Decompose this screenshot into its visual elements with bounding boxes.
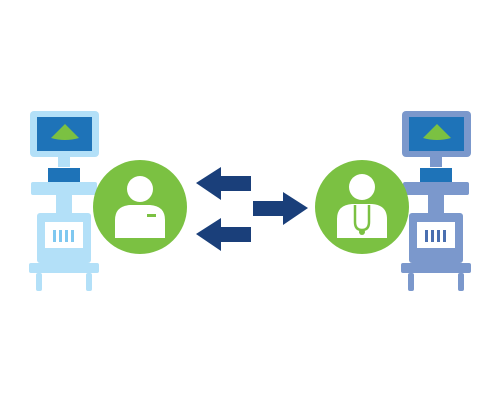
- left-person-head: [127, 176, 153, 202]
- left-touch-panel: [48, 168, 80, 182]
- right-wheel-2: [458, 273, 464, 291]
- stethoscope-chestpiece: [359, 229, 365, 235]
- exchange-arrows: [196, 167, 308, 251]
- right-wheel-1: [408, 273, 414, 291]
- left-cart-pole: [56, 195, 72, 213]
- right-keyboard-deck: [403, 182, 469, 195]
- left-vent-3: [65, 230, 68, 242]
- right-monitor-neck: [430, 157, 442, 167]
- left-person-icon: [93, 160, 187, 254]
- arrow-right-middle-icon: [253, 192, 308, 225]
- right-scan-fan: [423, 124, 451, 140]
- left-keyboard-deck: [31, 182, 97, 195]
- arrow-left-bottom-icon: [196, 218, 251, 251]
- left-wheel-1: [36, 273, 42, 291]
- right-vent-2: [431, 230, 434, 242]
- right-cart-base: [401, 263, 471, 273]
- left-vent-4: [71, 230, 74, 242]
- left-monitor-neck: [58, 157, 70, 167]
- left-scan-fan: [51, 124, 79, 140]
- right-cabinet-panel: [417, 222, 455, 248]
- right-ultrasound-machine-icon: [401, 111, 471, 291]
- left-vent-1: [53, 230, 56, 242]
- left-person-badge: [147, 214, 156, 217]
- right-vent-3: [437, 230, 440, 242]
- arrow-left-top-icon: [196, 167, 251, 200]
- right-cart-pole: [428, 195, 444, 213]
- right-touch-panel: [420, 168, 452, 182]
- right-person-icon: [315, 160, 409, 254]
- right-person-head: [349, 174, 375, 200]
- left-wheel-2: [86, 273, 92, 291]
- left-cart-base: [29, 263, 99, 273]
- left-ultrasound-machine-icon: [29, 111, 99, 291]
- right-person-body: [337, 204, 387, 238]
- left-cabinet-panel: [45, 222, 83, 248]
- right-vent-4: [443, 230, 446, 242]
- right-vent-1: [425, 230, 428, 242]
- left-vent-2: [59, 230, 62, 242]
- left-person-body: [115, 205, 165, 238]
